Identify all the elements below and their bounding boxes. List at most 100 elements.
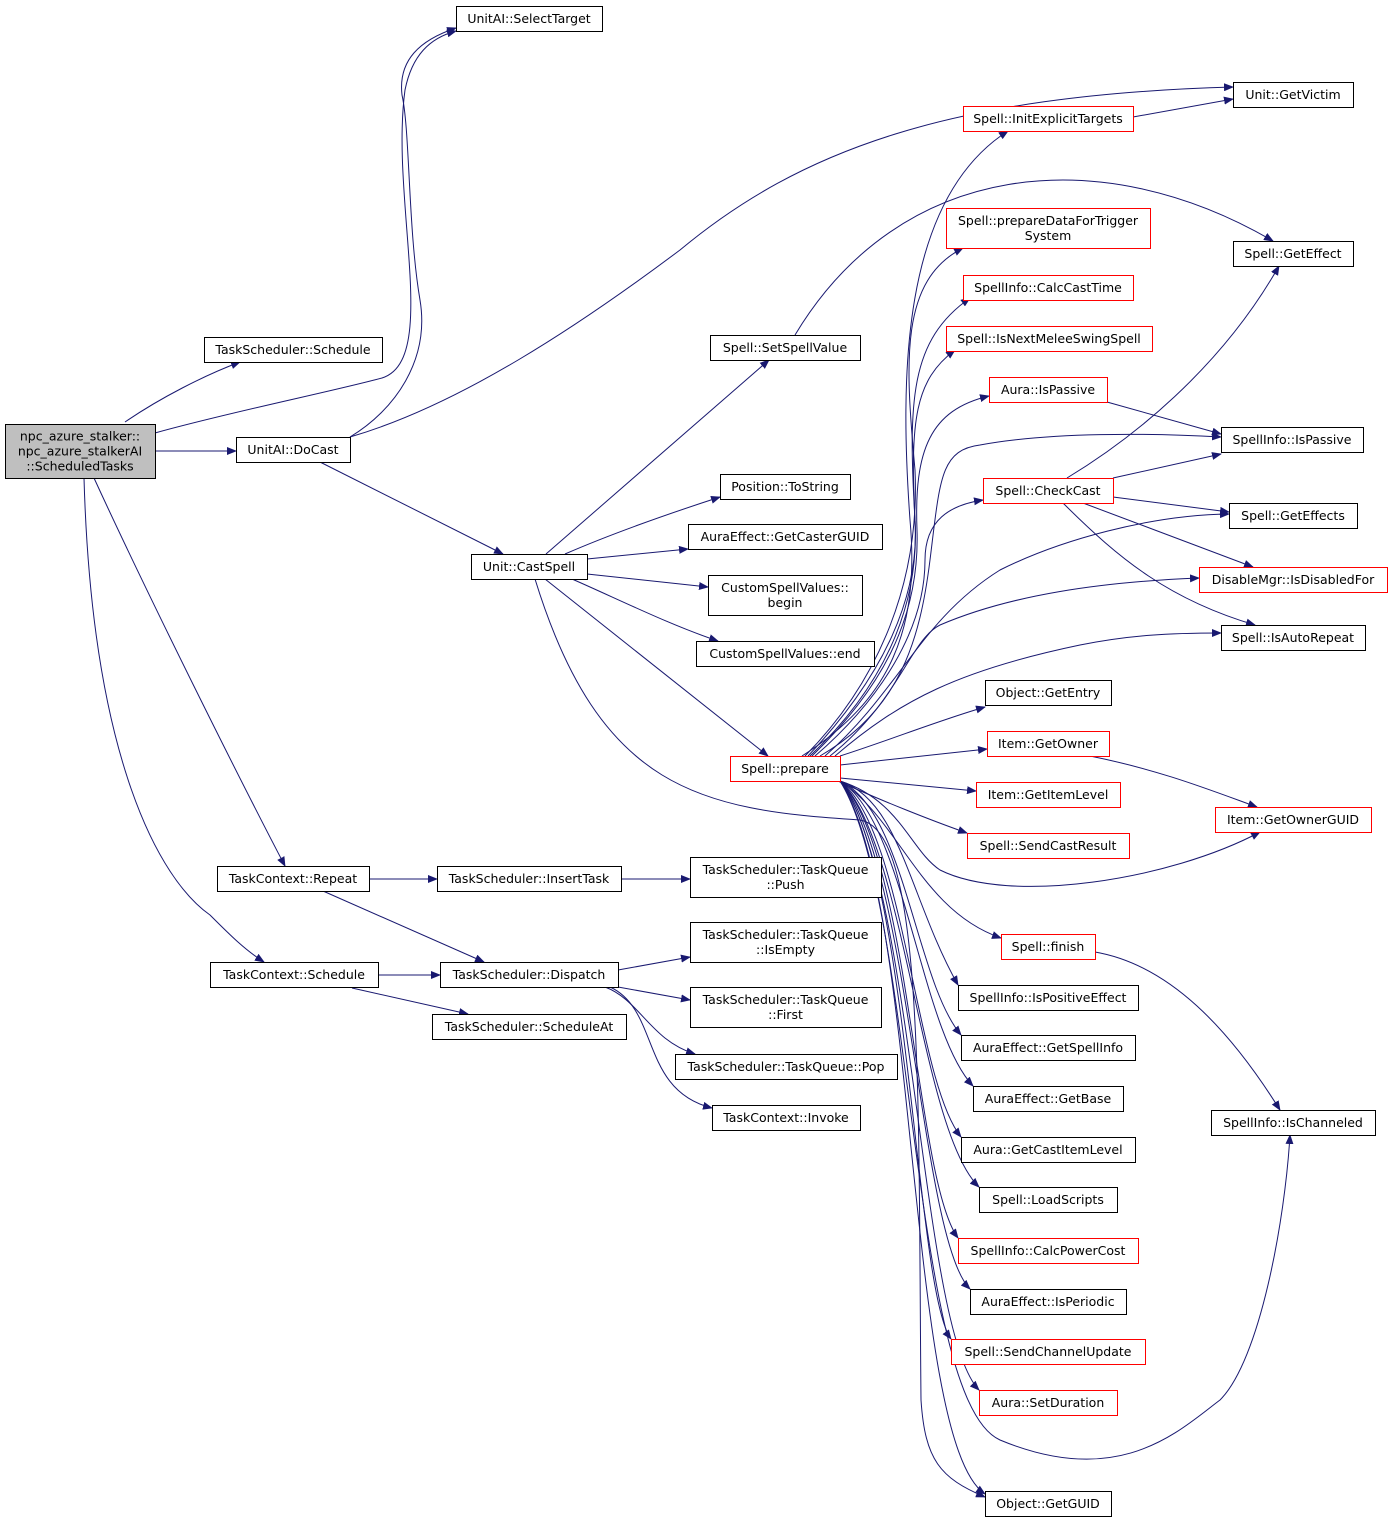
node-checkcast[interactable]: Spell::CheckCast (983, 478, 1114, 504)
node-box (1221, 427, 1364, 453)
node-getownerguid[interactable]: Item::GetOwnerGUID (1215, 807, 1372, 833)
node-box (1211, 1110, 1376, 1136)
node-ae-getspellinfo[interactable]: AuraEffect::GetSpellInfo (961, 1035, 1136, 1061)
node-label: TaskScheduler::InsertTask (448, 871, 610, 886)
call-edge (545, 359, 770, 555)
call-edge (839, 780, 962, 1036)
node-label: Aura::GetCastItemLevel (973, 1142, 1122, 1157)
node-tq-pop[interactable]: TaskScheduler::TaskQueue::Pop (675, 1054, 898, 1080)
node-tc-invoke[interactable]: TaskContext::Invoke (712, 1105, 861, 1131)
node-label: Spell::LoadScripts (992, 1192, 1104, 1207)
node-sendcastresult[interactable]: Spell::SendCastResult (967, 833, 1130, 859)
call-edge (839, 780, 1294, 1460)
node-scheduleat[interactable]: TaskScheduler::ScheduleAt (432, 1014, 627, 1040)
node-label: Spell::IsAutoRepeat (1232, 630, 1354, 645)
node-box (236, 437, 351, 463)
node-calcpowercost[interactable]: SpellInfo::CalcPowerCost (958, 1238, 1139, 1264)
node-isautorepeat[interactable]: Spell::IsAutoRepeat (1221, 625, 1366, 651)
node-tostring[interactable]: Position::ToString (720, 474, 851, 500)
nodes: npc_azure_stalker::npc_azure_stalkerAI::… (5, 6, 1388, 1517)
node-box (204, 337, 383, 363)
call-edge (1112, 452, 1222, 479)
node-calccasttime[interactable]: SpellInfo::CalcCastTime (963, 275, 1134, 301)
call-edge (1089, 755, 1258, 808)
node-tq-push[interactable]: TaskScheduler::TaskQueue::Push (690, 857, 882, 898)
call-edge (839, 780, 959, 1239)
node-docast[interactable]: UnitAI::DoCast (236, 437, 351, 463)
node-box (985, 1491, 1112, 1517)
node-si-ispassive[interactable]: SpellInfo::IsPassive (1221, 427, 1364, 453)
call-edge (1082, 502, 1254, 568)
node-setspellvalue[interactable]: Spell::SetSpellValue (710, 335, 861, 361)
node-prepare[interactable]: Spell::prepare (730, 756, 841, 782)
node-label: npc_azure_stalkerAI (18, 444, 142, 459)
node-box (967, 833, 1130, 859)
call-edge (351, 987, 469, 1016)
node-isnextmelee[interactable]: Spell::IsNextMeleeSwingSpell (946, 326, 1153, 352)
node-box (1233, 82, 1354, 108)
node-loadscripts[interactable]: Spell::LoadScripts (979, 1187, 1118, 1213)
call-edge (1132, 96, 1234, 118)
node-box (675, 1054, 898, 1080)
call-edge (124, 361, 241, 423)
node-castspell[interactable]: Unit::CastSpell (471, 554, 588, 580)
node-label: Spell::SendChannelUpdate (965, 1344, 1132, 1359)
node-dispatch[interactable]: TaskScheduler::Dispatch (440, 962, 619, 988)
node-sendchannel[interactable]: Spell::SendChannelUpdate (951, 1339, 1146, 1365)
node-csv-end[interactable]: CustomSpellValues::end (696, 641, 875, 667)
node-box (730, 756, 841, 782)
node-geteffects[interactable]: Spell::GetEffects (1229, 503, 1358, 529)
node-box (720, 474, 851, 500)
node-label: UnitAI::DoCast (247, 442, 338, 457)
call-edge (83, 477, 265, 963)
node-tc-repeat[interactable]: TaskContext::Repeat (217, 866, 370, 892)
node-getvictim[interactable]: Unit::GetVictim (1233, 82, 1354, 108)
call-edge (1062, 502, 1256, 627)
node-box (979, 1390, 1118, 1416)
node-label: ::IsEmpty (756, 942, 816, 957)
node-inserttask[interactable]: TaskScheduler::InsertTask (437, 866, 622, 892)
node-label: TaskScheduler::TaskQueue (702, 862, 869, 877)
node-box (688, 524, 883, 550)
node-getcasterguid[interactable]: AuraEffect::GetCasterGUID (688, 524, 883, 550)
node-tc-schedule[interactable]: TaskContext::Schedule (210, 962, 379, 988)
node-isdisabledfor[interactable]: DisableMgr::IsDisabledFor (1199, 567, 1388, 593)
call-edge (586, 545, 689, 560)
node-label: TaskContext::Schedule (222, 967, 365, 982)
node-getcastitemlevel[interactable]: Aura::GetCastItemLevel (961, 1137, 1136, 1163)
call-edge (1094, 951, 1281, 1111)
node-ts-schedule[interactable]: TaskScheduler::Schedule (204, 337, 383, 363)
node-label: Spell::prepareDataForTrigger (958, 213, 1139, 228)
node-box (710, 335, 861, 361)
node-ae-getbase[interactable]: AuraEffect::GetBase (973, 1086, 1124, 1112)
call-edge (801, 130, 1009, 757)
node-selecttarget[interactable]: UnitAI::SelectTarget (456, 6, 603, 32)
call-edge (571, 578, 719, 642)
node-csv-begin[interactable]: CustomSpellValues::begin (708, 575, 863, 616)
node-getitemlevel[interactable]: Item::GetItemLevel (976, 782, 1121, 808)
node-ischanneled[interactable]: SpellInfo::IsChanneled (1211, 1110, 1376, 1136)
node-getowner[interactable]: Item::GetOwner (987, 731, 1110, 757)
call-edge (829, 574, 1200, 757)
node-box (1001, 934, 1096, 960)
node-box (5, 424, 156, 479)
node-initexplicit[interactable]: Spell::InitExplicitTargets (963, 106, 1134, 132)
node-getentry[interactable]: Object::GetEntry (985, 680, 1112, 706)
node-label: Aura::IsPassive (1001, 382, 1095, 397)
node-getguid[interactable]: Object::GetGUID (985, 1491, 1112, 1517)
node-box (210, 962, 379, 988)
node-isperiodic[interactable]: AuraEffect::IsPeriodic (970, 1289, 1127, 1315)
node-box (985, 680, 1112, 706)
node-geteffect[interactable]: Spell::GetEffect (1233, 241, 1354, 267)
node-setduration[interactable]: Aura::SetDuration (979, 1390, 1118, 1416)
node-tq-first[interactable]: TaskScheduler::TaskQueue::First (690, 987, 882, 1028)
node-box (471, 554, 588, 580)
call-edge (617, 986, 691, 1003)
node-aura-ispassive[interactable]: Aura::IsPassive (989, 377, 1108, 403)
node-tq-isempty[interactable]: TaskScheduler::TaskQueue::IsEmpty (690, 922, 882, 963)
node-root[interactable]: npc_azure_stalker::npc_azure_stalkerAI::… (5, 424, 156, 479)
node-ispositive[interactable]: SpellInfo::IsPositiveEffect (958, 985, 1139, 1011)
node-label: SpellInfo::CalcPowerCost (971, 1243, 1126, 1258)
node-finish[interactable]: Spell::finish (1001, 934, 1096, 960)
